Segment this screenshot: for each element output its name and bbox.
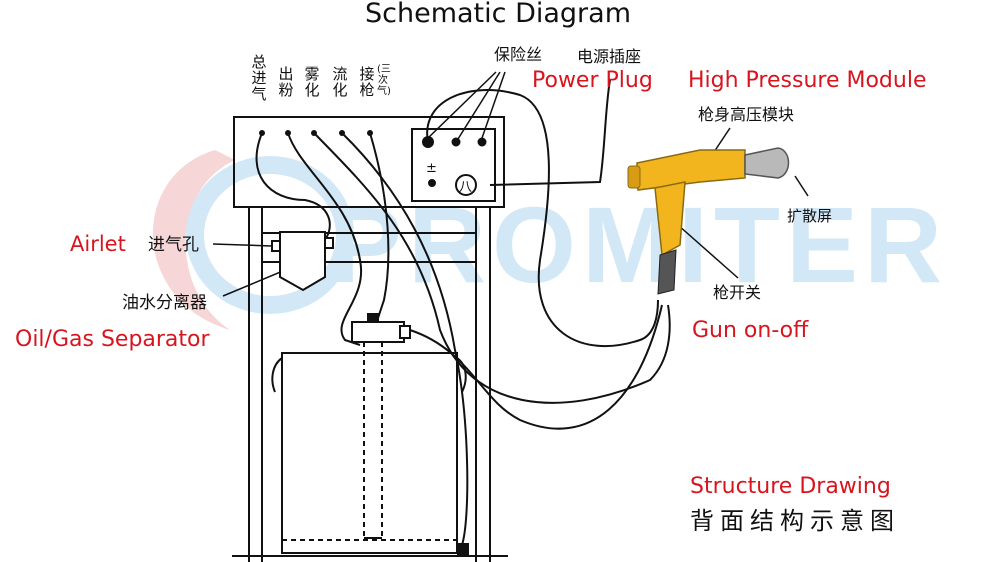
hv-module-label: High Pressure Module [688, 68, 927, 93]
gun-back [627, 165, 641, 189]
watermark-text: PROMITER [330, 184, 948, 305]
panel-box [411, 128, 496, 202]
spray-gun [627, 147, 790, 295]
structure-drawing-label-cn: 背面结构示意图 [690, 507, 900, 535]
separator-label-en: Oil/Gas Separator [15, 327, 210, 352]
gun-connector [657, 249, 677, 295]
powder-hopper [271, 352, 469, 555]
socket-pins: 八 [459, 180, 472, 195]
watermark: PROMITER [153, 150, 948, 330]
diffuser-label: 扩散屏 [787, 207, 832, 225]
airlet-label-en: Airlet [70, 232, 126, 256]
airlet-label-cn: 进气孔 [148, 235, 199, 255]
powder-pump [351, 313, 411, 539]
fuse-2 [451, 137, 461, 147]
airlet-right [324, 237, 334, 249]
separator-label-cn: 油水分离器 [122, 293, 207, 313]
pump-body [351, 321, 405, 343]
cable-fuse [426, 89, 659, 348]
gun-barrel [636, 149, 746, 191]
pipe-label-atomize: 雾化 [304, 65, 320, 99]
pipe-atomize [313, 132, 671, 404]
gun-handle [654, 181, 686, 257]
control-panel: 八 [411, 128, 496, 202]
cabinet-frame [232, 116, 508, 562]
hopper-body [281, 352, 458, 554]
control-box-top [233, 116, 505, 208]
power-plug-label: Power Plug [532, 68, 653, 93]
cable-power [489, 79, 611, 186]
fuse-3 [477, 137, 487, 147]
plus-minus-symbol: ± [426, 161, 437, 176]
gun-onoff-label: Gun on-off [692, 318, 809, 343]
pipe-label-fluidize: 流化 [332, 65, 348, 99]
separator-body [279, 231, 326, 292]
pipes [255, 79, 671, 546]
pump-top [367, 313, 379, 323]
power-socket-label: 电源插座 [577, 47, 642, 66]
ground-terminal [428, 179, 436, 187]
watermark-ring [186, 156, 354, 314]
pump-right [399, 325, 411, 339]
pipe-label-note: (三次气) [377, 64, 391, 97]
cable-gun-1 [409, 304, 663, 430]
pipe-gun-air [369, 132, 390, 319]
power-socket [455, 174, 477, 196]
gun-body-hv-label: 枪身高压模块 [698, 105, 795, 124]
gun-switch-label: 枪开关 [713, 283, 762, 302]
pipe-powder [287, 132, 363, 346]
diagram-title: Schematic Diagram [365, 0, 631, 29]
fuse-label: 保险丝 [494, 45, 543, 64]
pointer-lines [212, 71, 809, 297]
pipe-label-main-air: 总进气 [251, 53, 267, 103]
pipe-main-air [255, 132, 331, 241]
pipe-fluidize [341, 132, 469, 546]
oil-water-separator [271, 231, 334, 292]
airlet-left [271, 240, 281, 252]
gun-nozzle [744, 147, 790, 179]
pipe-label-gun-air: 接枪 [359, 65, 375, 99]
structure-drawing-label-en: Structure Drawing [690, 474, 891, 499]
watermark-swoosh-red [153, 150, 235, 330]
pipe-label-powder: 出粉 [278, 65, 294, 99]
